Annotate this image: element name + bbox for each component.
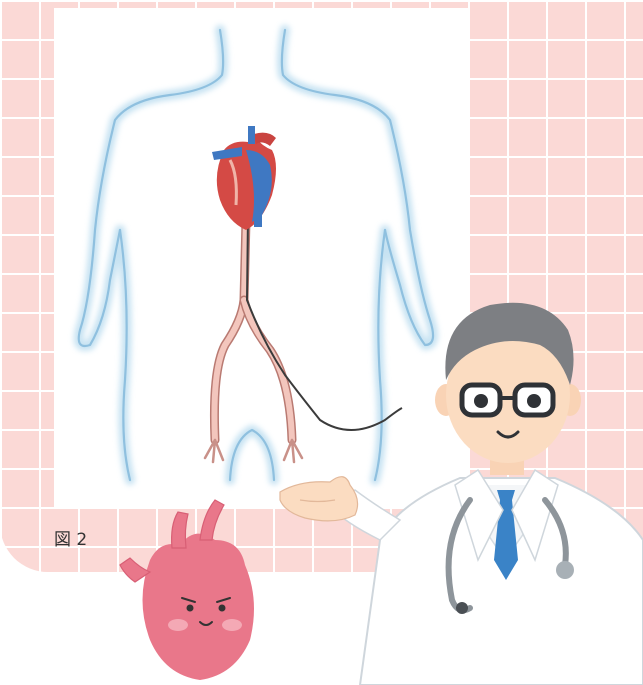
figure-caption: 図 2 <box>54 525 87 550</box>
doctor-character <box>280 303 643 685</box>
heart-mascot <box>120 500 254 680</box>
anatomy-body-outline <box>79 30 433 480</box>
heart-anatomy-icon <box>212 126 276 230</box>
